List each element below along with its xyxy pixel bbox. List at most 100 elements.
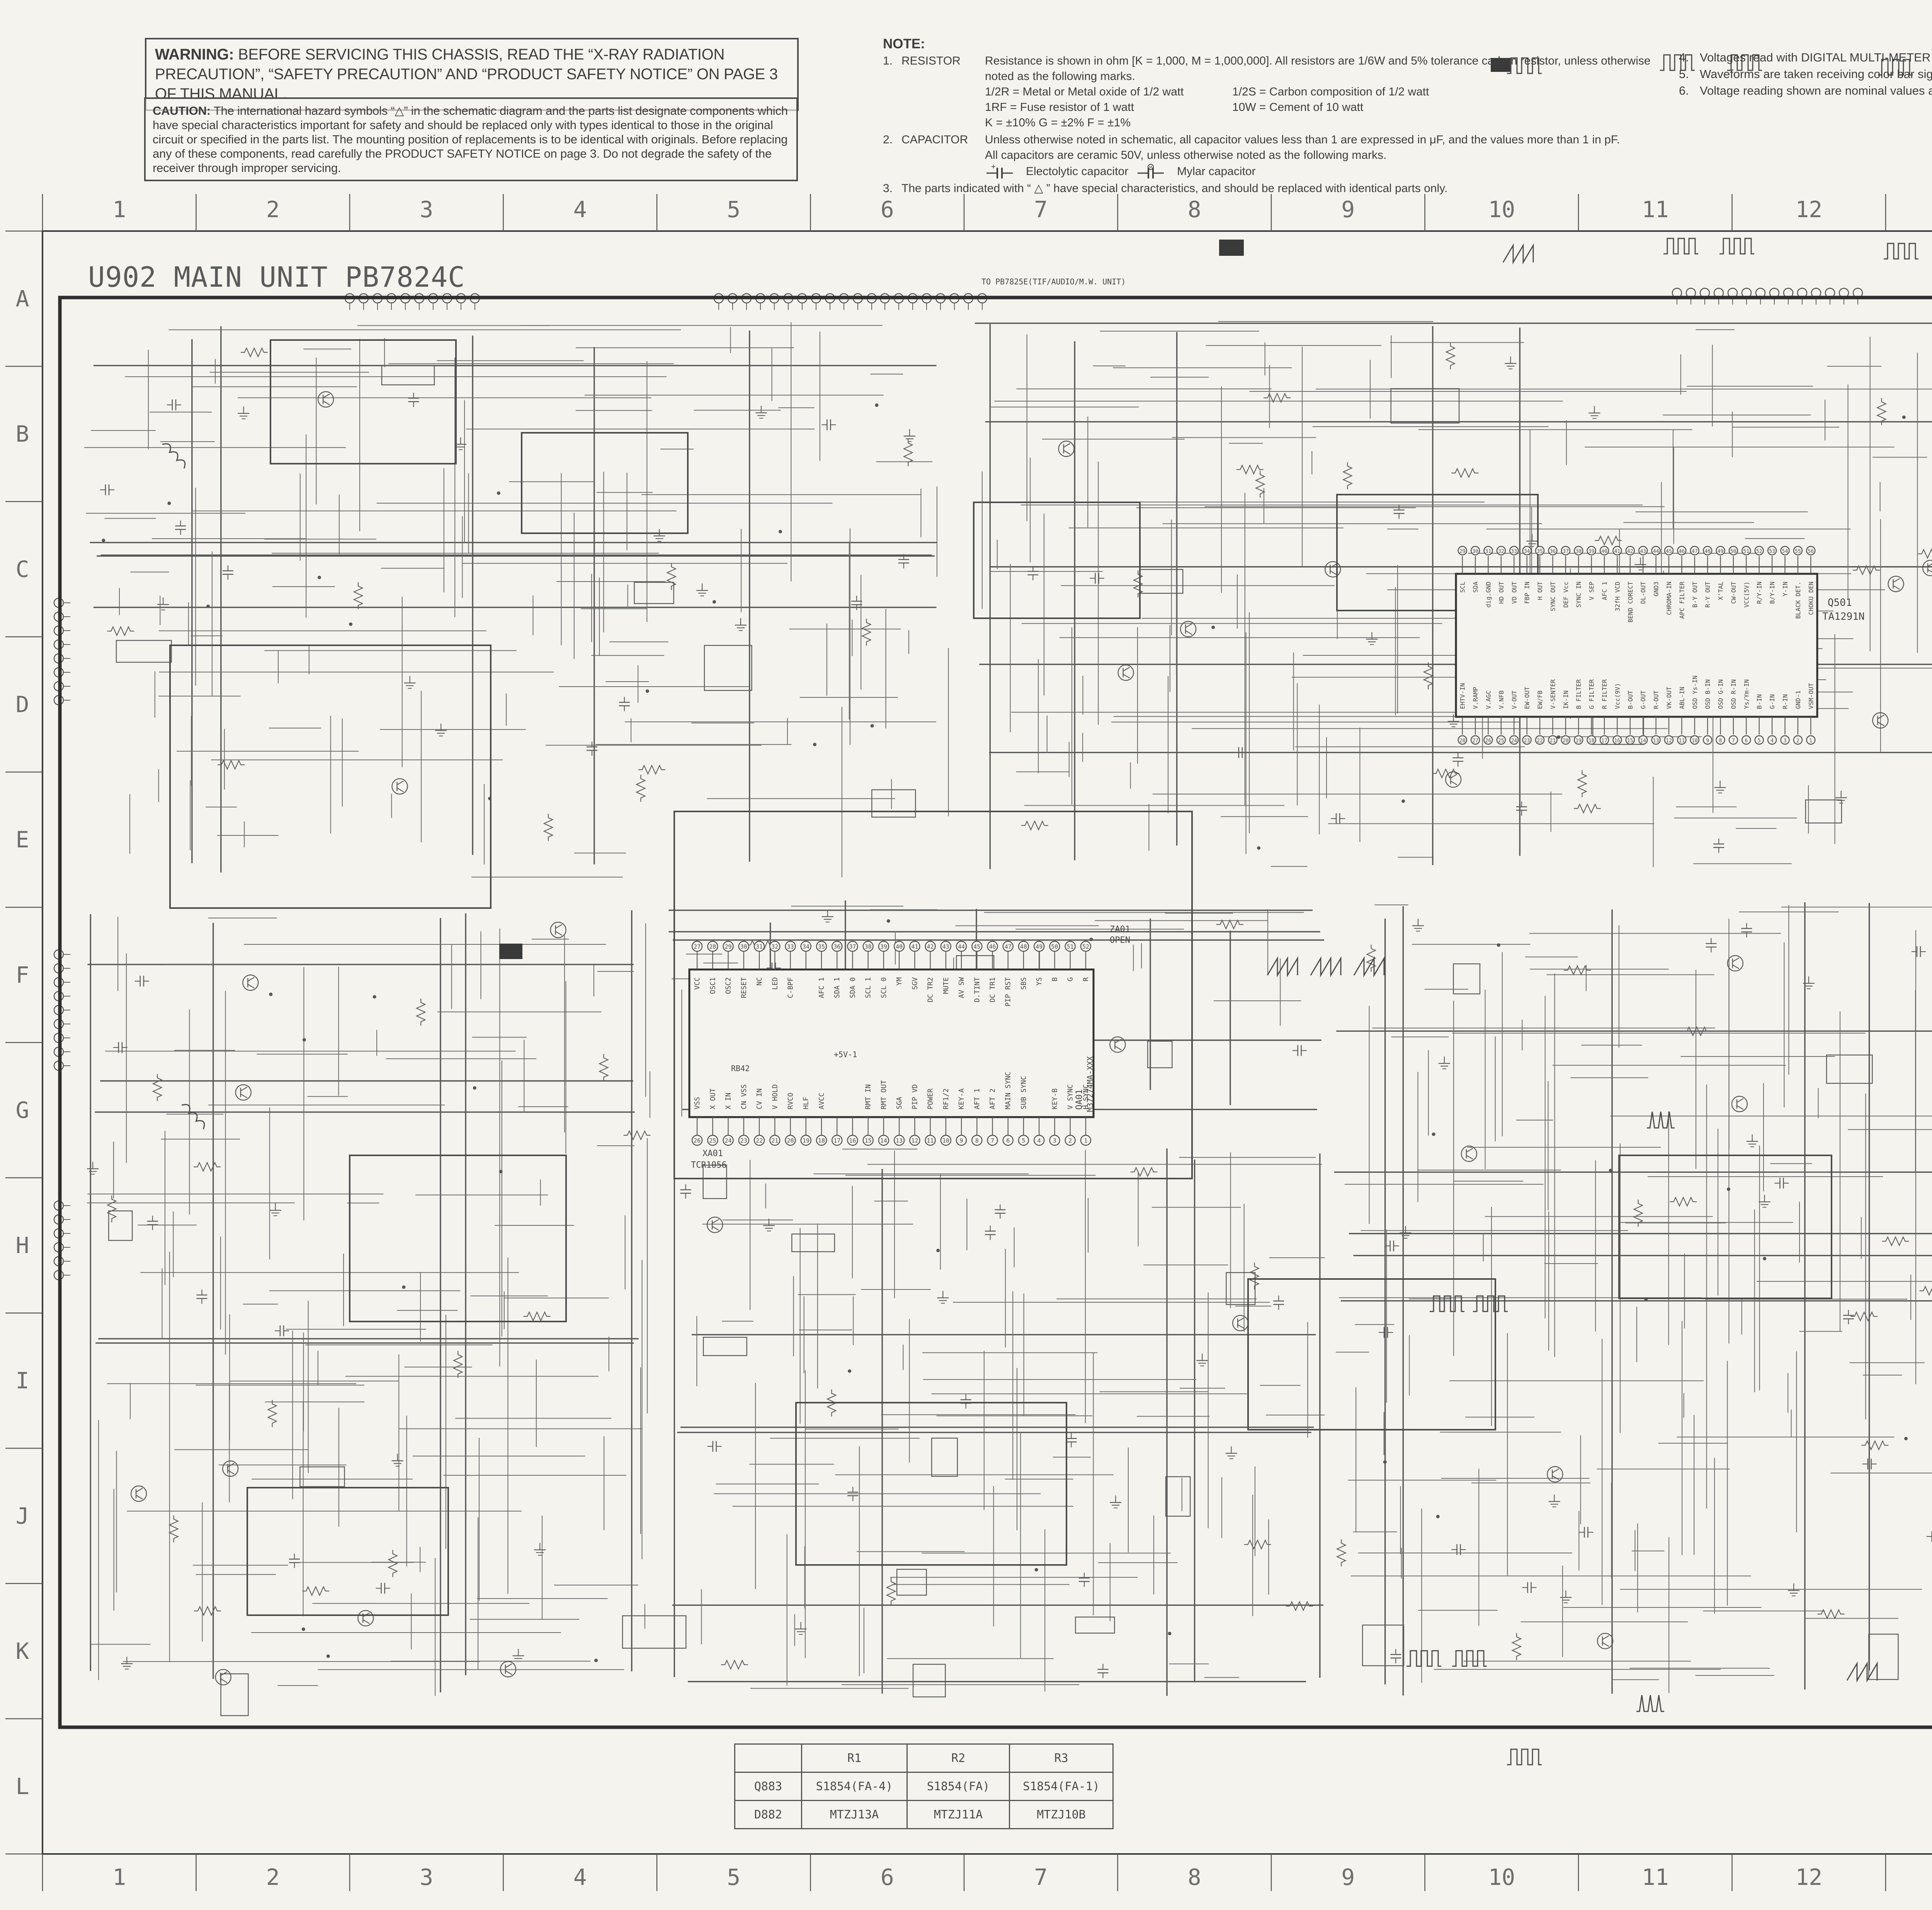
warning-label: WARNING: <box>155 46 234 63</box>
right-note: 4.Voltages read with DIGITAL MULTI-METER… <box>1679 51 1932 64</box>
svg-text:G-IN: G-IN <box>1769 694 1776 709</box>
svg-text:55: 55 <box>1795 549 1801 554</box>
svg-text:VCC(5V): VCC(5V) <box>1743 582 1750 607</box>
svg-text:9: 9 <box>1341 196 1355 223</box>
svg-text:SBS: SBS <box>1020 977 1028 990</box>
svg-text:1: 1 <box>112 196 126 223</box>
svg-text:SYNC IN: SYNC IN <box>1575 582 1582 607</box>
svg-text:+: + <box>991 164 996 171</box>
svg-text:OSD R-IN: OSD R-IN <box>1730 679 1737 709</box>
svg-text:VSS: VSS <box>693 1097 701 1109</box>
svg-text:18: 18 <box>1588 738 1595 744</box>
parts-table-cell: D882 <box>734 1800 802 1829</box>
right-note: 6.Voltage reading shown are nominal valu… <box>1679 84 1932 97</box>
parts-table-cell: Q883 <box>734 1772 802 1801</box>
svg-text:XA01: XA01 <box>702 1149 723 1158</box>
svg-text:B/Y-IN: B/Y-IN <box>1769 582 1776 604</box>
svg-text:11: 11 <box>1679 738 1685 744</box>
svg-text:E: E <box>16 827 29 853</box>
svg-text:Y-IN: Y-IN <box>1782 582 1789 597</box>
svg-text:B-IN: B-IN <box>1756 694 1763 709</box>
parts-table-cell: S1854(FA-1) <box>1009 1772 1114 1801</box>
svg-text:PIP VD: PIP VD <box>911 1084 919 1109</box>
svg-text:19: 19 <box>1575 738 1582 744</box>
svg-text:24: 24 <box>725 1137 732 1144</box>
svg-text:GND3: GND3 <box>1653 582 1660 597</box>
svg-text:DC TR2: DC TR2 <box>927 977 935 1002</box>
svg-text:7: 7 <box>1034 1864 1048 1890</box>
svg-text:5: 5 <box>727 1864 740 1890</box>
svg-text:3: 3 <box>1784 738 1787 744</box>
svg-text:43: 43 <box>1640 549 1646 554</box>
svg-text:10: 10 <box>942 1137 949 1144</box>
svg-text:CHROMA-IN: CHROMA-IN <box>1665 582 1673 615</box>
svg-text:5: 5 <box>1758 738 1761 744</box>
right-note: 5.Waveforms are taken receiving color ba… <box>1679 67 1932 81</box>
svg-text:DC TR1: DC TR1 <box>989 977 997 1002</box>
svg-text:8: 8 <box>975 1137 979 1144</box>
svg-text:RB42: RB42 <box>731 1064 750 1073</box>
warning-text: BEFORE SERVICING THIS CHASSIS, READ THE … <box>155 46 778 102</box>
svg-text:3: 3 <box>420 196 433 223</box>
svg-text:V.AGC: V.AGC <box>1485 691 1492 709</box>
svg-text:49: 49 <box>1036 943 1043 950</box>
svg-text:10: 10 <box>1488 1864 1515 1890</box>
svg-text:42: 42 <box>1627 549 1633 554</box>
svg-text:25: 25 <box>1498 738 1504 744</box>
svg-text:IK-IN: IK-IN <box>1562 691 1570 709</box>
parts-table-cell: MTZJ13A <box>801 1800 908 1829</box>
svg-text:39: 39 <box>1588 549 1595 554</box>
svg-text:YS: YS <box>1035 977 1043 986</box>
svg-text:36: 36 <box>1550 549 1556 554</box>
svg-text:9: 9 <box>960 1137 963 1144</box>
svg-text:SUB SYNC: SUB SYNC <box>1020 1076 1028 1109</box>
note-title: NOTE: <box>883 36 925 51</box>
svg-text:KEY-B: KEY-B <box>1051 1089 1059 1109</box>
note-item: 3.The parts indicated with “ △ ” have sp… <box>883 181 1660 196</box>
svg-text:G-OUT: G-OUT <box>1639 690 1647 709</box>
svg-text:15: 15 <box>1627 738 1633 744</box>
parts-table-header-cell: R1 <box>801 1743 908 1773</box>
svg-text:17: 17 <box>1601 738 1607 744</box>
electrolytic-capacitor-symbol: + <box>986 164 1013 179</box>
svg-text:OSD G-IN: OSD G-IN <box>1717 679 1725 709</box>
svg-text:2: 2 <box>1796 738 1799 744</box>
svg-text:24: 24 <box>1511 738 1517 744</box>
svg-text:EW-OUT: EW-OUT <box>1524 687 1531 709</box>
svg-text:16: 16 <box>849 1137 856 1144</box>
capacitor-mark-label: Electolytic capacitor <box>1026 165 1129 178</box>
svg-text:HLF: HLF <box>802 1097 810 1109</box>
svg-text:SDA: SDA <box>1472 582 1479 593</box>
svg-text:12: 12 <box>1795 1864 1822 1890</box>
svg-text:9: 9 <box>1706 738 1709 744</box>
svg-text:Vcc(9V): Vcc(9V) <box>1614 683 1621 709</box>
svg-text:2: 2 <box>266 196 280 223</box>
svg-text:56: 56 <box>1808 549 1814 554</box>
svg-text:VK-OUT: VK-OUT <box>1665 687 1673 709</box>
svg-text:19: 19 <box>803 1137 810 1144</box>
svg-text:53: 53 <box>1769 549 1775 554</box>
note-item-body: Unless otherwise noted in schematic, all… <box>985 132 1660 179</box>
svg-text:54: 54 <box>1782 549 1788 554</box>
svg-text:J: J <box>16 1503 29 1529</box>
svg-text:DEF Vcc: DEF Vcc <box>1562 582 1570 607</box>
svg-text:Q501: Q501 <box>1828 597 1852 609</box>
svg-text:X'TAL: X'TAL <box>1717 582 1725 600</box>
svg-text:R-IN: R-IN <box>1782 694 1789 709</box>
svg-text:OPEN: OPEN <box>1110 935 1130 945</box>
svg-text:SCL 1: SCL 1 <box>864 977 872 998</box>
svg-text:10: 10 <box>1488 196 1515 223</box>
svg-text:23: 23 <box>740 1137 747 1144</box>
svg-text:G: G <box>16 1097 29 1123</box>
svg-text:2: 2 <box>1068 1137 1072 1144</box>
svg-text:BEND CORECT: BEND CORECT <box>1627 582 1634 622</box>
svg-text:12: 12 <box>1666 738 1672 744</box>
svg-text:4: 4 <box>573 1864 587 1890</box>
svg-text:RESET: RESET <box>740 977 748 998</box>
svg-text:47: 47 <box>1005 943 1012 950</box>
svg-text:TCR1056: TCR1056 <box>691 1160 727 1170</box>
svg-text:4: 4 <box>1770 738 1774 744</box>
caution-label: CAUTION: <box>153 104 211 117</box>
